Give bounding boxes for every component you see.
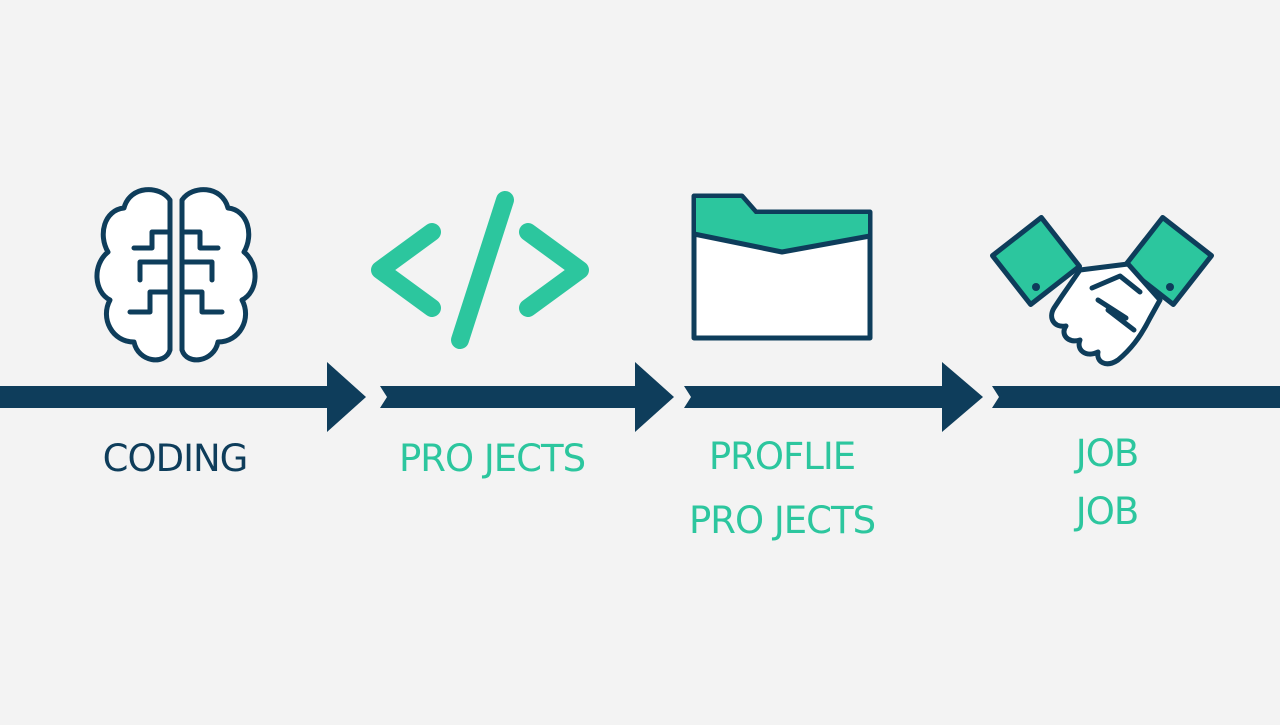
code-brackets-icon bbox=[371, 191, 589, 349]
label-job-1: JOB bbox=[1074, 432, 1138, 475]
folder-icon bbox=[691, 193, 873, 341]
timeline-line-4 bbox=[992, 386, 1280, 408]
label-profile-projects: PRO JECTS bbox=[689, 499, 875, 542]
timeline-arrow-1 bbox=[0, 362, 366, 432]
label-projects: PRO JECTS bbox=[399, 437, 585, 480]
handshake-icon bbox=[989, 214, 1215, 367]
label-coding: CODING bbox=[103, 437, 248, 480]
timeline bbox=[0, 362, 1280, 432]
label-job-2: JOB bbox=[1074, 490, 1138, 533]
timeline-arrow-2 bbox=[380, 362, 674, 432]
step-labels: CODING PRO JECTS PROFLIE PRO JECTS JOB J… bbox=[103, 432, 1140, 542]
brain-icon bbox=[94, 187, 258, 363]
label-profile: PROFLIE bbox=[709, 435, 855, 478]
timeline-arrow-3 bbox=[684, 362, 983, 432]
